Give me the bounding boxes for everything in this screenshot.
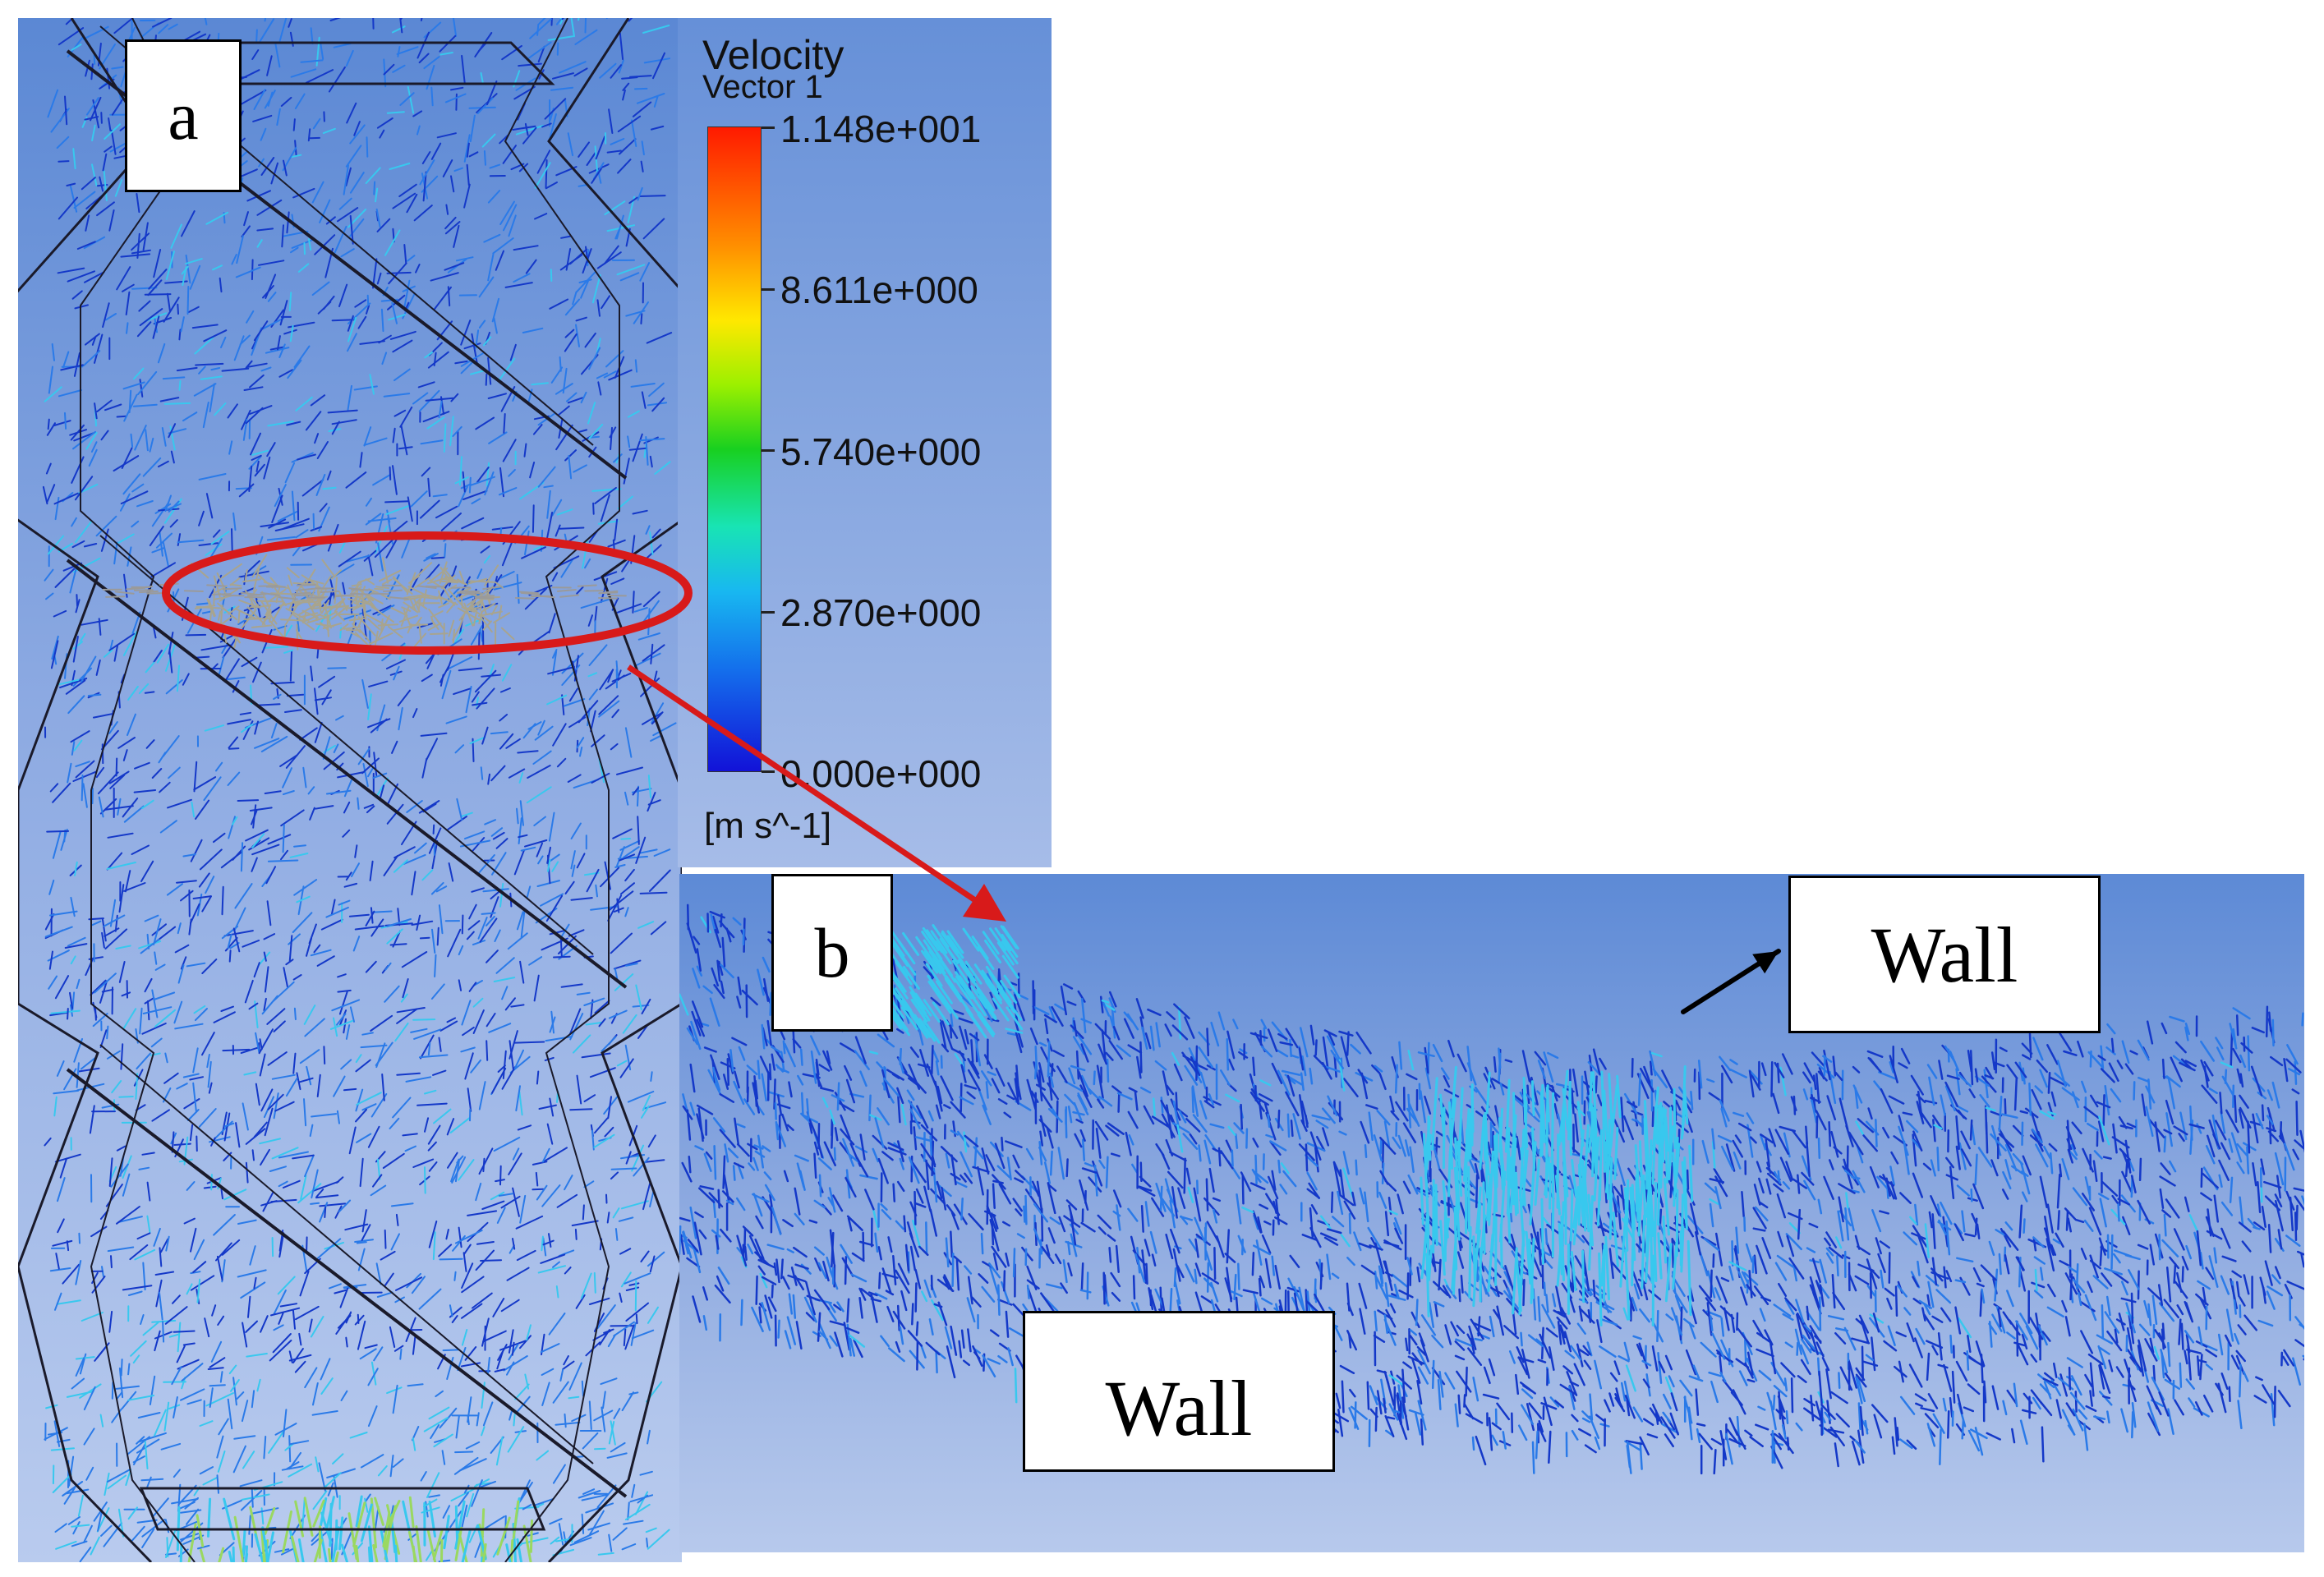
section-velocity-field <box>679 903 2304 1475</box>
legend-tick-label: 2.870e+000 <box>780 591 982 634</box>
tube-wireframe <box>18 18 682 1562</box>
legend-units: [m s^-1] <box>704 806 832 846</box>
legend-tick-label: 8.611e+000 <box>780 269 978 311</box>
legend-tick-mark <box>762 126 775 129</box>
legend-tick-mark <box>762 611 775 614</box>
panel-a-twisted-tube: a <box>18 18 682 1562</box>
panel-b-label-text: b <box>814 913 850 992</box>
panel-a-label: a <box>125 39 242 192</box>
legend-subtitle: Vector 1 <box>702 69 823 105</box>
wall-label-bottom-text: Wall <box>1105 1363 1253 1452</box>
legend-colorbar <box>707 126 762 772</box>
panel-a-label-text: a <box>168 77 199 154</box>
panel-b-zoomed-section: b Wall Wall <box>679 874 2304 1552</box>
legend-tick-mark <box>762 288 775 291</box>
swirl-highlight-region <box>102 554 627 652</box>
legend-tick-label: 5.740e+000 <box>780 430 982 473</box>
wall-label-top-text: Wall <box>1871 910 2018 999</box>
section-velocity-vectors <box>679 903 2304 1475</box>
wall-label-bottom: Wall <box>1023 1311 1335 1472</box>
legend-tick-mark <box>762 770 775 773</box>
tube-velocity-field <box>18 18 682 1562</box>
legend-tick-mark <box>762 449 775 452</box>
panel-b-label: b <box>771 874 893 1032</box>
wall-label-top: Wall <box>1788 876 2101 1033</box>
legend-tick-label: 0.000e+000 <box>780 752 982 795</box>
legend-tick-label: 1.148e+001 <box>780 108 982 150</box>
legend-title: Velocity <box>702 32 844 78</box>
velocity-legend: Velocity Vector 1 1.148e+001 8.611e+000 … <box>678 18 1052 867</box>
